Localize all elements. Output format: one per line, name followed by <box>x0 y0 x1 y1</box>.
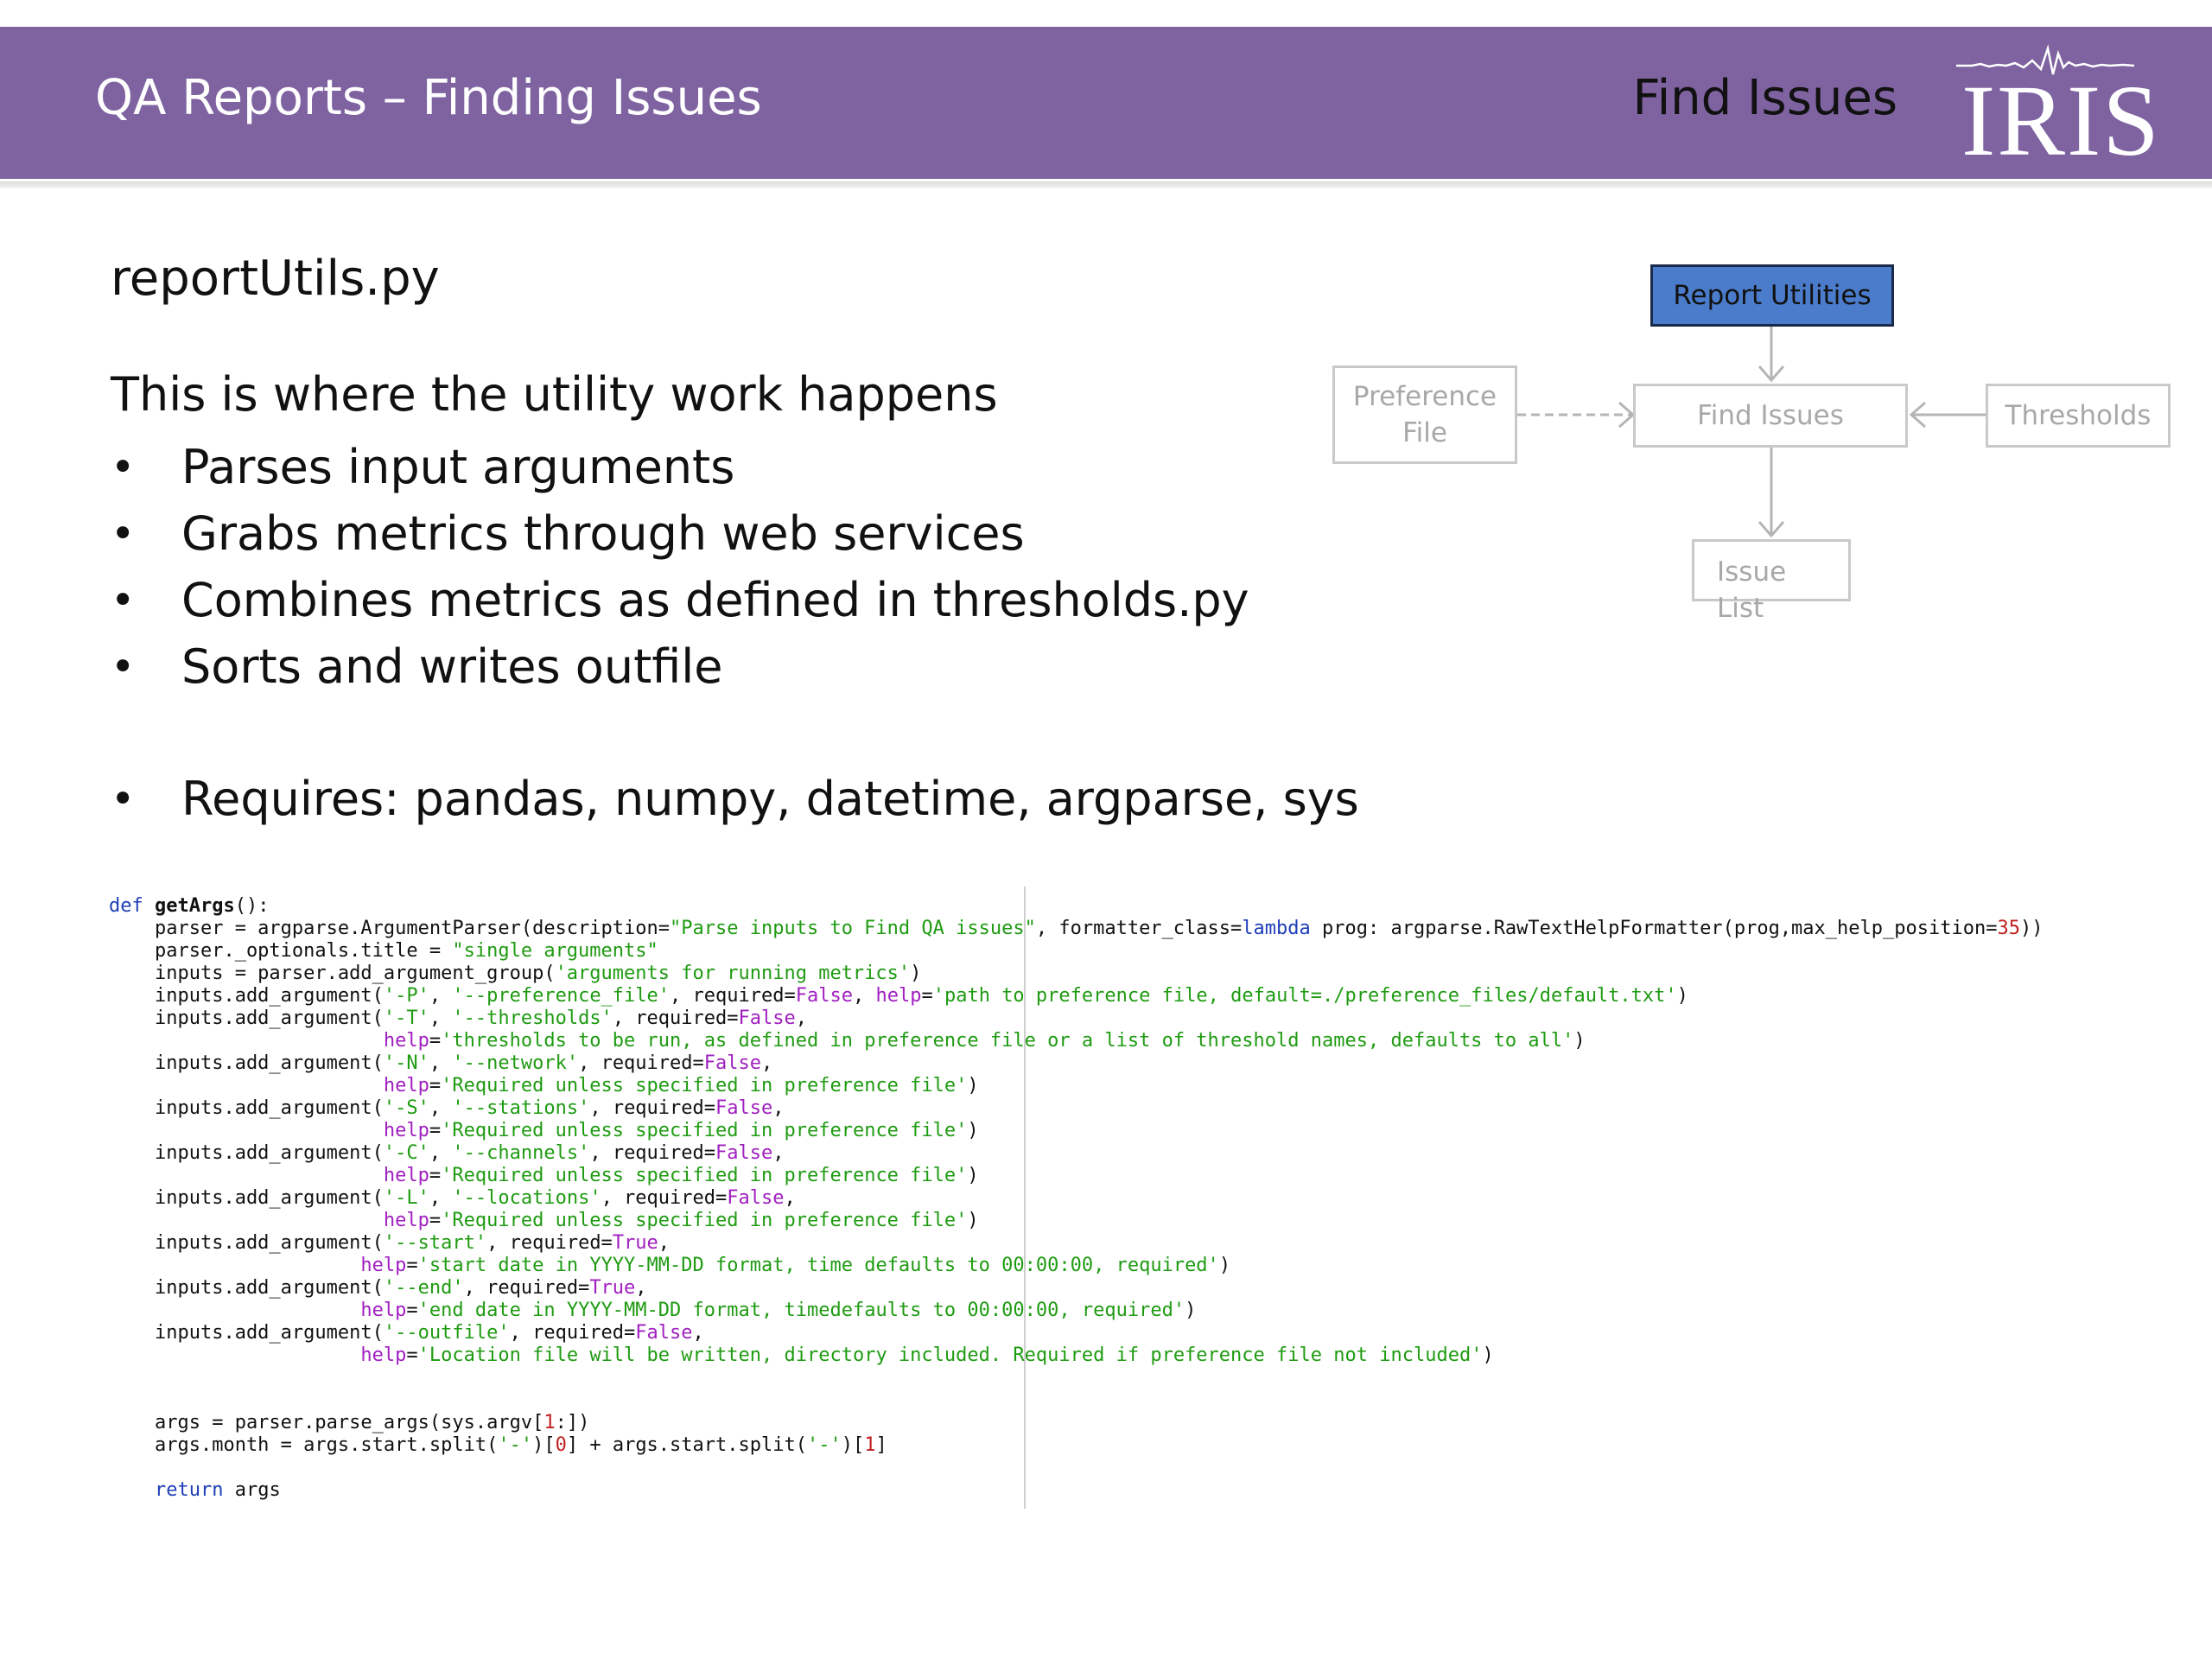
report-utilities-box: Report Utilities <box>1650 264 1894 327</box>
file-title: reportUtils.py <box>111 251 440 307</box>
header-divider <box>0 181 2212 188</box>
issue-list-box: Issue List <box>1692 539 1851 624</box>
feature-list: Parses input arguments Grabs metrics thr… <box>111 437 1249 703</box>
list-item: Sorts and writes outfile <box>111 637 1249 703</box>
list-item: Parses input arguments <box>111 437 1249 504</box>
logo-text: IRIS <box>1961 64 2161 177</box>
requirements-item: Requires: pandas, numpy, datetime, argpa… <box>111 769 1359 836</box>
thresholds-box: Thresholds <box>1986 384 2171 448</box>
section-label: Find Issues <box>1632 70 1897 126</box>
code-block: def getArgs(): parser = argparse.Argumen… <box>109 895 2044 1501</box>
seismic-wave-icon <box>1956 44 2135 75</box>
preference-file-box: Preference File <box>1332 365 1517 464</box>
issue-list-label: Issue List <box>1717 556 1787 624</box>
header-bar <box>0 27 2212 179</box>
find-issues-box: Find Issues <box>1633 384 1908 448</box>
intro-text: This is where the utility work happens <box>111 367 998 422</box>
iris-logo: IRIS <box>1955 17 2159 173</box>
slide-title: QA Reports – Finding Issues <box>95 70 762 126</box>
editor-margin-line <box>1024 887 1026 1509</box>
requirements-list: Requires: pandas, numpy, datetime, argpa… <box>111 769 1359 836</box>
list-item: Combines metrics as defined in threshold… <box>111 570 1249 637</box>
list-item: Grabs metrics through web services <box>111 504 1249 570</box>
